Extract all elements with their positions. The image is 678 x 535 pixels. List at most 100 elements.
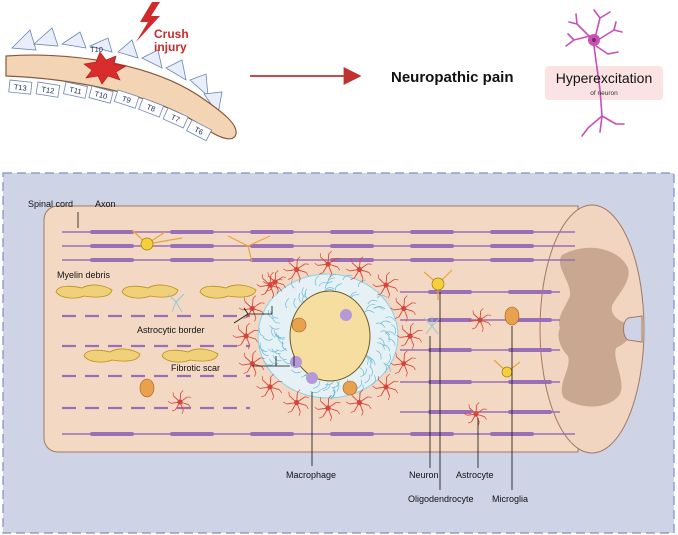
scar-fiber xyxy=(334,283,342,292)
astrocyte-cell xyxy=(238,350,265,377)
scar-fiber xyxy=(261,348,269,356)
astrocyte-cell xyxy=(256,373,283,401)
astrocyte-cell xyxy=(390,350,417,377)
scar-fiber xyxy=(271,327,276,338)
scar-fiber xyxy=(330,389,336,399)
scar-fiber xyxy=(367,300,378,305)
scar-fiber xyxy=(371,375,376,386)
astrocyte-cell xyxy=(396,322,423,350)
scar-fiber xyxy=(360,368,367,378)
spinous-processes xyxy=(11,27,223,116)
label-fibrotic-scar: Fibrotic scar xyxy=(171,363,220,373)
scar-fiber xyxy=(384,332,390,343)
label-astrocyte: Astrocyte xyxy=(456,470,494,480)
astrocyte-cell xyxy=(262,270,287,294)
astrocytic-border-cells xyxy=(232,250,423,422)
vertebra-label: T12 xyxy=(41,85,55,96)
scar-fiber xyxy=(301,287,306,298)
label-macrophage: Macrophage xyxy=(286,470,336,480)
astrocyte-cell xyxy=(283,389,309,416)
vertebra-label: T8 xyxy=(145,102,156,114)
vertebra-box: T12 xyxy=(35,81,61,98)
scar-fiber xyxy=(365,355,373,364)
injury-burst-icon xyxy=(83,51,127,85)
scar-fiber xyxy=(364,374,371,384)
astrocyte-cell xyxy=(314,250,341,278)
vertebra-box: T6 xyxy=(186,119,213,142)
grey-matter xyxy=(558,247,633,407)
lesion-core xyxy=(289,290,371,382)
scar-fiber xyxy=(282,341,288,351)
astrocyte-cell xyxy=(314,394,341,422)
cord-notch xyxy=(623,315,643,343)
scar-fiber xyxy=(374,306,386,310)
scar-fiber xyxy=(275,333,285,340)
vertebra-box: T8 xyxy=(138,97,165,118)
vertebra-box: T10 xyxy=(88,85,114,104)
label-astrocytic-border: Astrocytic border xyxy=(137,325,205,335)
label-spinal-cord: Spinal cord xyxy=(28,199,73,209)
scar-fiber xyxy=(381,344,391,352)
vertebra-box: T11 xyxy=(63,81,88,99)
astrocyte-cell xyxy=(390,295,417,322)
hyperexcitation-title: Hyperexcitation xyxy=(556,70,653,86)
scar-fiber xyxy=(274,330,281,339)
hyperexcitation-box xyxy=(545,66,663,100)
lightning-bolt-icon xyxy=(136,2,160,42)
vertebra-box: T7 xyxy=(162,107,189,129)
scar-fiber xyxy=(368,357,376,366)
vertebra-box: T9 xyxy=(113,89,140,109)
scar-fiber xyxy=(356,379,363,389)
scar-fiber xyxy=(314,275,320,286)
scar-fiber xyxy=(291,278,295,289)
injury-vertebra-label: T10 xyxy=(90,45,103,54)
scar-fiber xyxy=(269,358,279,365)
scar-fiber xyxy=(304,288,308,300)
scar-fiber xyxy=(380,320,391,324)
neuron-top-icon xyxy=(565,9,625,137)
myelin-debris xyxy=(55,284,113,299)
scar-fiber xyxy=(262,336,273,341)
scar-fiber xyxy=(377,342,385,350)
astrocyte-cell xyxy=(345,256,372,283)
scar-fiber xyxy=(272,355,282,362)
scar-fiber xyxy=(387,353,392,365)
scar-fiber xyxy=(269,325,280,330)
neuropathic-pain-title: Neuropathic pain xyxy=(391,69,514,86)
scar-fiber xyxy=(390,324,397,334)
scar-fiber xyxy=(263,360,274,366)
scar-fiber xyxy=(293,298,297,309)
scar-fiber xyxy=(267,348,279,353)
axon-tracts xyxy=(62,230,575,436)
oligodendrocytes xyxy=(131,229,521,378)
crush-label-line1: Crush xyxy=(154,27,189,41)
scar-fiber xyxy=(270,311,279,319)
vertebra-label: T9 xyxy=(121,94,132,105)
scar-fiber xyxy=(310,389,321,394)
astrocyte-cell xyxy=(167,390,192,414)
scar-fiber xyxy=(278,353,287,360)
scar-fiber xyxy=(285,297,290,309)
label-oligodendrocyte: Oligodendrocyte xyxy=(408,494,474,504)
vertebra-box: T13 xyxy=(8,79,33,95)
vertebra-label: T7 xyxy=(170,113,182,125)
astrocyte-cell xyxy=(232,322,259,350)
lesion xyxy=(232,250,423,422)
vertebra-label: T11 xyxy=(68,85,82,96)
hyperexcitation-subtitle: of neuron xyxy=(590,90,618,97)
scar-fiber xyxy=(318,282,329,287)
label-neuron: Neuron xyxy=(409,470,439,480)
vertebra-label: T10 xyxy=(94,89,109,101)
scar-fiber xyxy=(367,356,372,367)
astrocyte-cell xyxy=(283,256,309,283)
scar-fiber xyxy=(342,274,352,281)
microglia-cells xyxy=(139,306,520,398)
vertebra-label: T6 xyxy=(193,125,205,137)
scar-fiber xyxy=(380,330,391,336)
myelin-debris xyxy=(121,284,179,299)
scar-fiber xyxy=(384,363,391,372)
scar-fiber xyxy=(324,287,335,292)
leader-lines xyxy=(77,212,513,490)
scar-fiber xyxy=(331,381,340,389)
